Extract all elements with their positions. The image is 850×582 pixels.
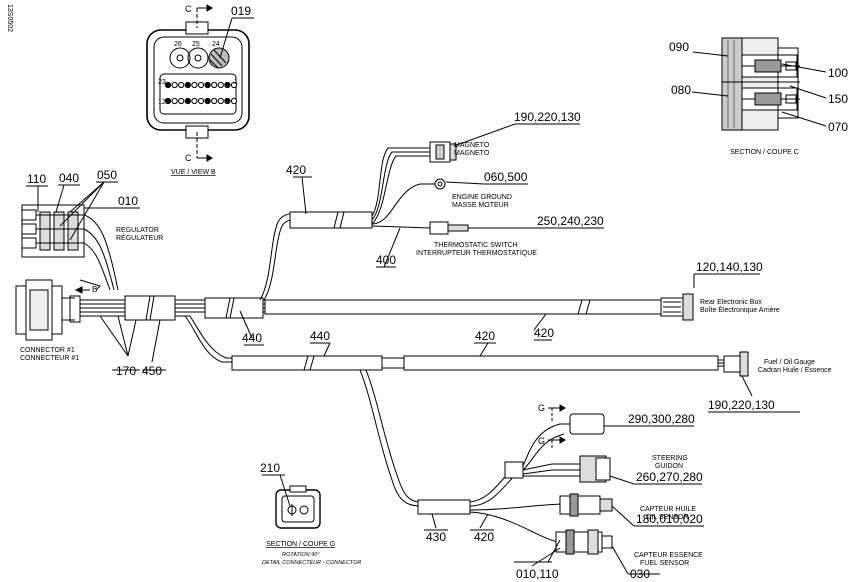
callout-180: 180,010,020: [636, 512, 703, 526]
pin-label-26: 26: [174, 41, 182, 48]
callout-420-a: 420: [286, 163, 306, 177]
section-c-marker-bottom: C: [185, 153, 192, 163]
connector-pin: [204, 97, 211, 105]
callout-010-110: 010,110: [516, 567, 559, 581]
connector-pin: [224, 81, 231, 89]
steering-label-en: STEERING: [652, 455, 688, 462]
callout-420-d: 420: [474, 530, 494, 544]
pin-row-top: [164, 81, 238, 89]
callout-100: 100: [828, 66, 848, 80]
connector-pin: [217, 97, 224, 105]
callout-050: 050: [97, 168, 117, 182]
callout-190-b: 190,220,130: [708, 398, 775, 412]
callout-430: 430: [426, 530, 446, 544]
callout-210: 210: [260, 461, 280, 475]
engine-ground-label-fr: MASSE MOTEUR: [452, 202, 509, 209]
regulator-connector-block: [21, 204, 119, 291]
callout-450: 450: [142, 364, 162, 378]
rear-box-label-fr: Boîte Électronique Arrière: [700, 305, 780, 314]
callout-440-b: 440: [310, 329, 330, 343]
thermostatic-label-fr: INTERRUPTEUR THERMOSTATIQUE: [416, 250, 537, 257]
callout-070: 070: [828, 120, 848, 134]
connector-pin: [197, 97, 205, 105]
callout-260: 260,270,280: [636, 470, 703, 484]
callout-080: 080: [671, 83, 691, 97]
callout-290: 290,300,280: [628, 412, 695, 426]
fuel-gauge-label-en: Fuel / Oil Gauge: [764, 359, 815, 366]
pin-label-12: 12: [158, 99, 166, 106]
connector-1-label-fr: CONNECTEUR #1: [20, 355, 79, 362]
callout-040: 040: [59, 171, 79, 185]
section-c-marker-top: C: [185, 4, 192, 14]
callout-420-c: 420: [475, 329, 495, 343]
callout-019: 019: [231, 4, 251, 18]
callout-060: 060,500: [484, 170, 528, 184]
view-b-caption: VUE / VIEW B: [171, 169, 216, 176]
connector-pin: [230, 97, 238, 105]
connector-pin: [171, 81, 178, 89]
connector-pin: [164, 97, 172, 105]
steering-label-fr: GUIDON: [655, 463, 683, 470]
callout-190-a: 190,220,130: [514, 110, 581, 124]
main-harness: [80, 141, 749, 555]
connector-pin: [197, 81, 205, 89]
callout-170: 170: [116, 364, 136, 378]
rear-box-label-en: Rear Electronic Box: [700, 299, 762, 306]
doc-id: 13S0502: [6, 4, 13, 32]
connector-pin: [224, 97, 231, 105]
fuel-gauge-label-fr: Cadran Huile / Essence: [758, 367, 832, 374]
pin-label-23: 23: [158, 79, 166, 86]
callout-420-b: 420: [534, 326, 554, 340]
connector-pin: [164, 81, 172, 89]
callout-150: 150: [828, 92, 848, 106]
magneto-label-en: MAGNETO: [454, 142, 490, 149]
section-g-caption: SECTION / COUPE G: [266, 541, 335, 548]
connector-pin: [217, 81, 224, 89]
connector-pin: [230, 81, 238, 89]
section-g-marker-bottom: G: [538, 436, 545, 446]
callout-090: 090: [669, 40, 689, 54]
callout-400: 400: [376, 253, 396, 267]
regulator-label-en: REGULATOR: [116, 227, 159, 234]
b-view-marker: B: [92, 285, 97, 294]
magneto-label-fr: MAGNETO: [454, 150, 490, 157]
connector-pin: [191, 81, 198, 89]
engine-ground-label-en: ENGINE GROUND: [452, 194, 512, 201]
pin-row-bottom: [164, 97, 238, 105]
callout-110: 110: [27, 172, 46, 186]
rotation-note: ROTATION 90°: [282, 552, 320, 558]
regulator-label-fr: RÉGULATEUR: [116, 233, 163, 242]
section-g-detail: [275, 485, 321, 529]
connector-1: [15, 279, 81, 341]
connector-1-label-en: CONNECTOR #1: [20, 347, 75, 354]
connector-pin: [184, 97, 191, 105]
connector-pin: [184, 81, 191, 89]
connector-pin: [204, 81, 211, 89]
connector-pin: [178, 81, 185, 89]
oil-sensor-label-en: OIL SENSOR: [646, 514, 689, 521]
connector-pin: [171, 97, 178, 105]
callout-120: 120,140,130: [696, 260, 763, 274]
thermostatic-label-en: THERMOSTATIC SWITCH: [434, 242, 518, 249]
connector-pin: [211, 97, 218, 105]
pin-label-25: 25: [192, 41, 200, 48]
fuel-sensor-label-en: FUEL SENSOR: [640, 560, 689, 567]
connector-pin: [178, 97, 185, 105]
detail-connector-note: DETAIL CONNECTEUR - CONNECTOR: [262, 560, 361, 566]
connector-pin: [191, 97, 198, 105]
connector-pin: [211, 81, 218, 89]
section-c-caption: SECTION / COUPE C: [730, 149, 799, 156]
fuel-sensor-label-fr: CAPTEUR ESSENCE: [634, 552, 703, 559]
section-c-detail: [721, 37, 800, 131]
oil-sensor-label-fr: CAPTEUR HUILE: [640, 506, 696, 513]
callout-440-a: 440: [242, 331, 262, 345]
callout-010: 010: [118, 194, 138, 208]
section-g-marker-top: G: [538, 403, 545, 413]
callout-030: 030: [630, 567, 650, 581]
callout-250: 250,240,230: [537, 214, 604, 228]
pin-label-1: 1: [234, 79, 238, 86]
pin-label-24: 24: [212, 41, 220, 48]
